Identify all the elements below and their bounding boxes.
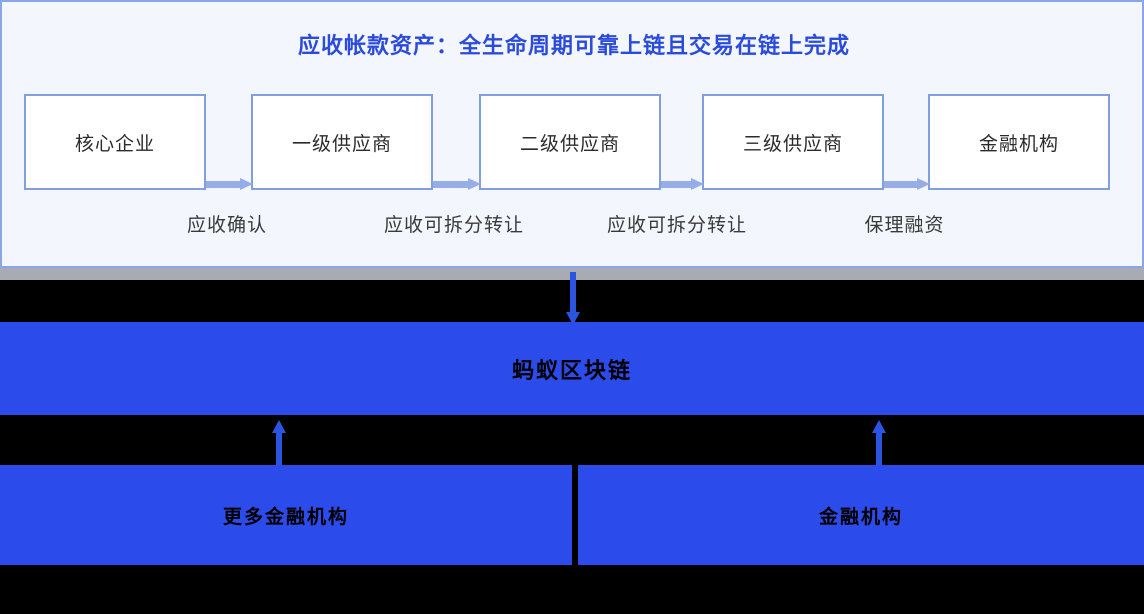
flow-step-label: 应收可拆分转让 <box>383 215 524 236</box>
flow-node-label: 二级供应商 <box>519 133 620 155</box>
arrow-shaft <box>884 181 918 188</box>
flow-node-label: 金融机构 <box>978 133 1059 155</box>
flow-node-label: 一级供应商 <box>291 133 392 155</box>
institution-label: 更多金融机构 <box>222 506 349 528</box>
flow-arrow-right-icon <box>206 178 253 190</box>
flow-node-core-enterprise[interactable]: 核心企业 <box>24 94 206 190</box>
arrow-shaft <box>206 181 241 188</box>
flow-step-label: 保理融资 <box>864 215 945 236</box>
flow-arrow-right-icon <box>661 178 704 190</box>
arrow-head <box>240 178 253 190</box>
arrow-head <box>691 178 704 190</box>
arrow-shaft <box>876 432 882 468</box>
panel-title: 应收帐款资产：全生命周期可靠上链且交易在链上完成 <box>297 33 850 58</box>
flow-node-tier1-supplier[interactable]: 一级供应商 <box>251 94 433 190</box>
blockchain-label: 蚂蚁区块链 <box>511 357 632 383</box>
arrow-head <box>917 178 930 190</box>
institution-label: 金融机构 <box>818 506 903 528</box>
institution-block-financial[interactable]: 金融机构 <box>578 465 1144 565</box>
arrow-shaft <box>661 181 692 188</box>
supply-chain-flow: 核心企业 一级供应商 二级供应商 三级供应商 金融机构 <box>24 94 1124 190</box>
flow-arrow-right-icon <box>884 178 930 190</box>
flow-node-financial-institution[interactable]: 金融机构 <box>928 94 1110 190</box>
receivables-panel: 应收帐款资产：全生命周期可靠上链且交易在链上完成 核心企业 一级供应商 二级供应… <box>0 0 1144 268</box>
flow-step-label: 应收确认 <box>186 215 267 236</box>
arrow-shaft <box>276 432 282 468</box>
arrow-head <box>272 420 286 433</box>
flow-node-tier3-supplier[interactable]: 三级供应商 <box>702 94 884 190</box>
blockchain-bar: 蚂蚁区块链 <box>0 322 1144 415</box>
arrow-head <box>468 178 481 190</box>
flow-arrow-right-icon <box>433 178 481 190</box>
arrow-shaft <box>433 181 469 188</box>
flow-step-labels: 应收确认 应收可拆分转让 应收可拆分转让 保理融资 <box>2 210 1144 246</box>
flow-step-label: 应收可拆分转让 <box>606 215 747 236</box>
arrow-head <box>872 420 886 433</box>
flow-node-label: 三级供应商 <box>742 133 843 155</box>
institution-block-more[interactable]: 更多金融机构 <box>0 465 572 565</box>
arrow-up-icon <box>872 420 886 468</box>
arrow-down-icon <box>566 272 580 326</box>
arrow-shaft <box>570 272 576 314</box>
arrow-up-icon <box>272 420 286 468</box>
flow-node-label: 核心企业 <box>74 133 155 155</box>
flow-node-tier2-supplier[interactable]: 二级供应商 <box>479 94 661 190</box>
arrow-head <box>566 312 580 325</box>
